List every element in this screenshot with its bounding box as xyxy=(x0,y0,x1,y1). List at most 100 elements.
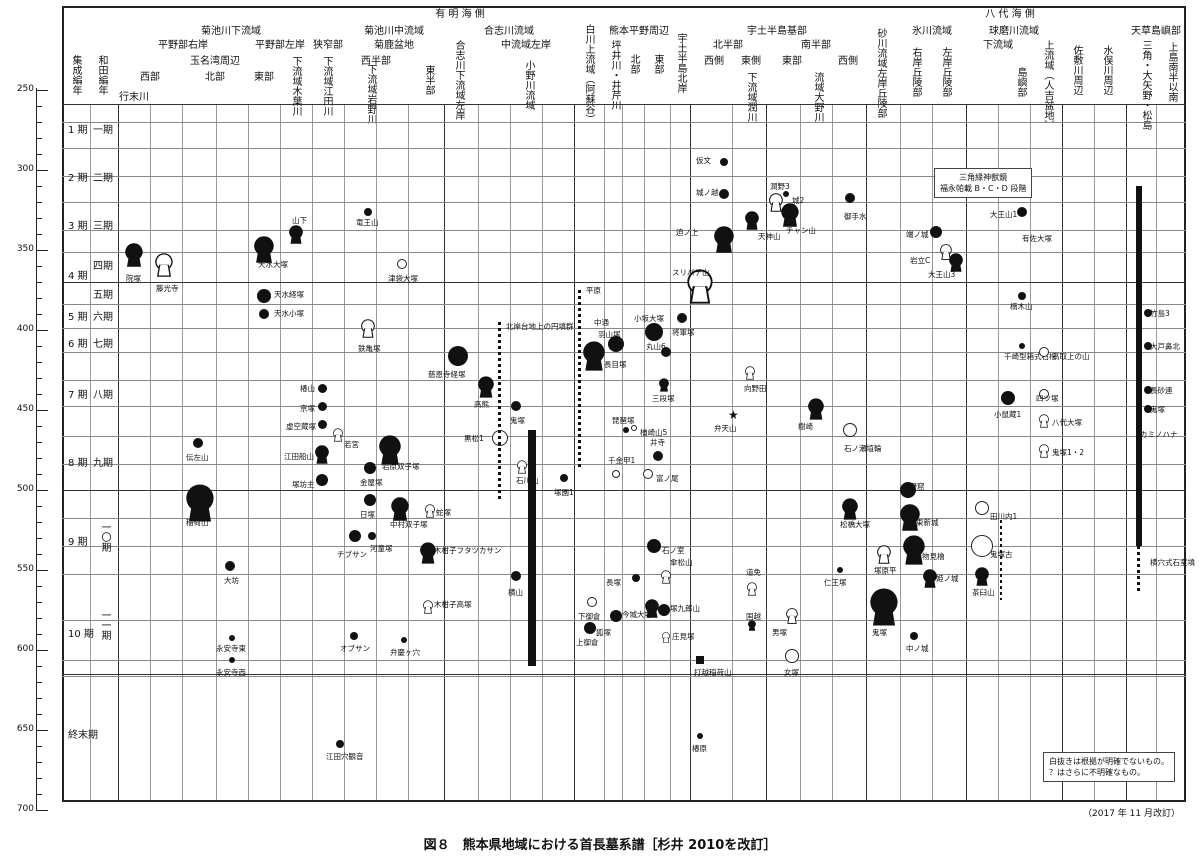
uncertain-keyhole-mound-marker xyxy=(745,365,755,380)
grid-hline xyxy=(62,620,1186,621)
grid-vline xyxy=(1094,104,1095,800)
sub-jun: 下流域潤川 xyxy=(745,72,756,122)
round-mound-marker xyxy=(623,427,629,433)
round-mound-marker xyxy=(1144,405,1152,413)
keyhole-mound-marker xyxy=(289,225,303,244)
grid-vline xyxy=(690,104,691,800)
legend-note: 白抜きは根拠が明確でないもの。？はさらに不明確なもの。 xyxy=(1043,752,1175,782)
keyhole-mound-marker xyxy=(870,588,898,626)
scale-label: 550 xyxy=(16,564,34,574)
scale-minor-tick xyxy=(36,682,42,683)
keyhole-mound-marker xyxy=(714,226,734,253)
region-minamata: 水俣川周辺 xyxy=(1101,45,1112,95)
scale-tick xyxy=(36,170,48,171)
uncertain-keyhole-mound-marker xyxy=(517,459,527,474)
scale-minor-tick xyxy=(36,234,42,235)
site-label: 御手水 xyxy=(844,212,867,221)
keyhole-mound-marker xyxy=(125,243,143,267)
site-label: 日塚 xyxy=(360,510,375,519)
site-label: 藤光寺 xyxy=(156,284,179,293)
keyhole-mound-marker xyxy=(254,236,274,263)
period-wada: 六期 xyxy=(93,312,113,323)
round-mound-marker xyxy=(837,567,843,573)
grid-vline xyxy=(644,104,645,800)
grid-hline xyxy=(62,352,1186,353)
sub-tamana: 玉名湾周辺 xyxy=(190,56,240,67)
site-label: 京塚 xyxy=(300,404,315,413)
site-label: 中通 xyxy=(594,318,609,327)
uncertain-round-mound-marker xyxy=(1039,389,1049,399)
grid-hline xyxy=(62,464,1186,465)
site-label: 楠木山 xyxy=(1010,302,1033,311)
site-label: 迫ノ上 xyxy=(676,228,699,237)
keyhole-mound-marker xyxy=(781,203,799,227)
grid-vline xyxy=(966,104,967,800)
site-label: 今城大塚 xyxy=(622,610,652,619)
period-wada: 一〇期 xyxy=(99,522,110,552)
grid-hline xyxy=(62,546,1186,547)
uncertain-keyhole-mound-marker xyxy=(155,253,173,277)
site-label: 山下 xyxy=(292,216,307,225)
grid-vline xyxy=(312,104,313,800)
round-mound-marker xyxy=(560,474,568,482)
round-mound-marker xyxy=(783,191,789,197)
period-shusei: 終末期 xyxy=(68,730,98,741)
site-label: 横山 xyxy=(508,588,523,597)
dashed-sequence-goshi xyxy=(498,322,501,500)
grid-hline xyxy=(62,176,1186,177)
site-label: 小坂大塚 xyxy=(634,314,664,323)
round-mound-marker xyxy=(677,313,687,323)
sub-left-hill: 左岸丘陵部 xyxy=(940,47,951,97)
sub-plain-left: 平野部左岸 xyxy=(255,40,305,51)
grid-vline xyxy=(216,104,217,800)
scale-minor-tick xyxy=(36,794,42,795)
uncertain-round-mound-marker xyxy=(612,470,620,478)
grid-hline xyxy=(62,328,1186,329)
round-mound-marker xyxy=(1001,391,1015,405)
site-label: 富ノ尾 xyxy=(656,474,679,483)
sub-sankaku: 三角・大矢野・松島 xyxy=(1140,40,1151,130)
haniwa-star-marker: ★ xyxy=(728,408,739,422)
grid-vline xyxy=(150,104,151,800)
site-label: 井寺 xyxy=(650,438,665,447)
uncertain-keyhole-mound-marker xyxy=(1039,413,1049,428)
site-label: 竹島3 xyxy=(1150,309,1170,318)
scale-label: 700 xyxy=(16,804,34,814)
sub-eda: 下流域江田川 xyxy=(321,56,332,116)
grid-vline xyxy=(408,104,409,800)
grid-vline xyxy=(1126,104,1127,800)
keyhole-mound-marker xyxy=(186,484,214,522)
scale-minor-tick xyxy=(36,586,42,587)
uncertain-keyhole-mound-marker xyxy=(333,427,343,442)
site-label: 鉄亀塚 xyxy=(358,344,381,353)
sub-tsuboi: 坪井川・井芹川 xyxy=(609,40,620,110)
site-label: 仮文 xyxy=(696,156,711,165)
round-mound-marker xyxy=(259,309,269,319)
period-divider xyxy=(62,674,1186,675)
period-wada: 七期 xyxy=(93,339,113,350)
keyhole-mound-marker xyxy=(975,567,989,586)
sub-kanoka: 菊鹿盆地 xyxy=(374,40,414,51)
scale-minor-tick xyxy=(36,186,42,187)
site-label: 大戸鼻北 xyxy=(1150,342,1180,351)
scale-tick xyxy=(36,570,48,571)
period-wada: 三期 xyxy=(93,221,113,232)
sub-kamishima: 上島南半以南 xyxy=(1166,42,1177,102)
site-label: 傘松山 xyxy=(670,558,693,567)
round-mound-marker xyxy=(653,451,663,461)
site-label: 北岸台地上の円墳群 xyxy=(506,322,574,331)
region-goshi: 合志川流域 xyxy=(484,26,534,37)
period-wada: 四期 xyxy=(93,261,113,272)
site-label: 院塚 xyxy=(126,274,141,283)
grid-hline xyxy=(62,436,1186,437)
site-label: 狐塚 xyxy=(596,628,611,637)
scale-minor-tick xyxy=(36,218,42,219)
sub-narrow: 狭窄部 xyxy=(313,40,343,51)
round-mound-marker xyxy=(910,632,918,640)
scale-label: 650 xyxy=(16,724,34,734)
site-label: 平原 xyxy=(586,286,601,295)
sub-e: 東側 xyxy=(741,56,761,67)
grid-vline xyxy=(732,104,733,800)
grid-vline xyxy=(510,104,511,800)
grid-vline xyxy=(998,104,999,800)
